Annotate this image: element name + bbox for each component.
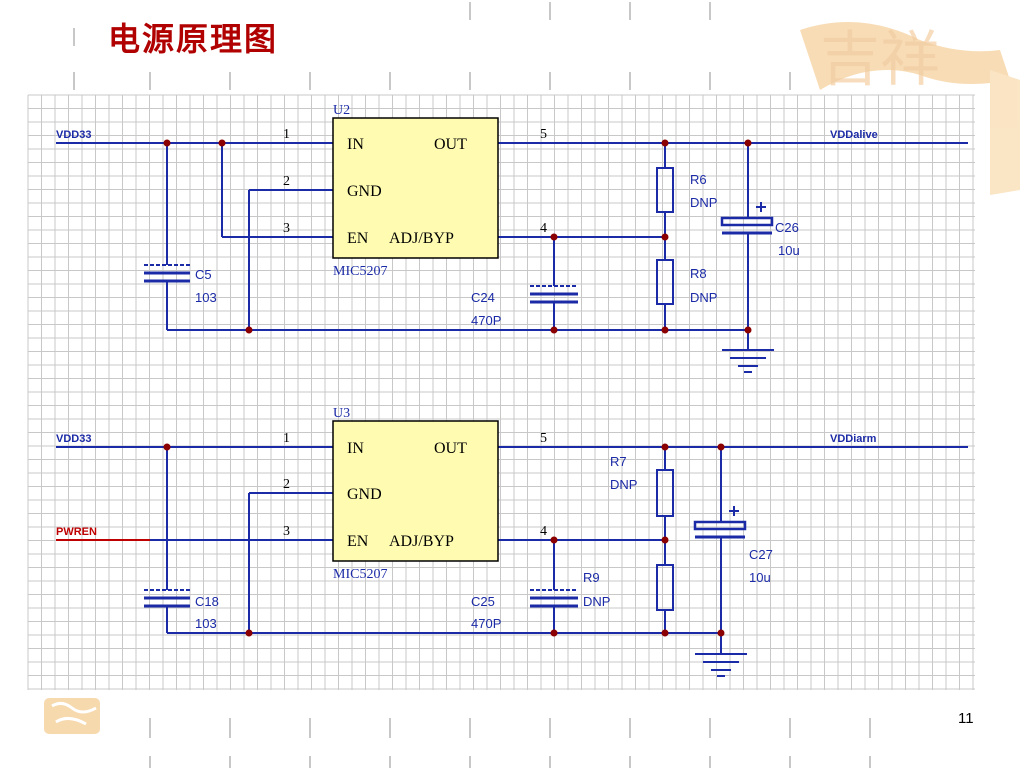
ic-u2-pin-en: EN	[347, 230, 369, 247]
bottom-left-seal	[44, 698, 100, 734]
c5-value: 103	[195, 290, 217, 305]
pin-num-5: 5	[540, 431, 547, 446]
ic-u2-pin-in: IN	[347, 136, 364, 153]
pin-num-4: 4	[540, 524, 547, 539]
r9-value: DNP	[583, 594, 610, 609]
pin-num-3: 3	[283, 524, 290, 539]
ic-u3-body	[332, 420, 499, 562]
c18-value: 103	[195, 616, 217, 631]
ic-u3-ref: U3	[333, 406, 350, 421]
c26-value: 10u	[778, 243, 800, 258]
capacitor-c26: C26 10u	[720, 202, 800, 258]
r7-value: DNP	[610, 477, 637, 492]
pin-num-3: 3	[283, 221, 290, 236]
ground-symbol	[695, 653, 747, 677]
c18-ref: C18	[195, 594, 219, 609]
c27-value: 10u	[749, 570, 771, 585]
ic-u2-pin-out: OUT	[434, 136, 467, 153]
net-label-output: VDDalive	[830, 129, 878, 141]
net-label-enable: PWREN	[56, 526, 97, 538]
c24-ref: C24	[471, 290, 495, 305]
r8-value: DNP	[690, 290, 717, 305]
wires	[56, 142, 968, 350]
c24-value: 470P	[471, 313, 501, 328]
ic-u3-part: MIC5207	[333, 567, 387, 582]
c5-ref: C5	[195, 267, 212, 282]
ic-u3-pin-out: OUT	[434, 440, 467, 457]
top-dash-row	[73, 2, 791, 90]
ic-u3-pin-gnd: GND	[347, 486, 382, 503]
c27-ref: C27	[749, 547, 773, 562]
net-label-input: VDD33	[56, 433, 91, 445]
ic-u2-ref: U2	[333, 103, 350, 118]
c26-ref: C26	[775, 220, 799, 235]
resistor-r9: R9 DNP	[583, 564, 674, 611]
ic-u3-pin-adj: ADJ/BYP	[389, 533, 454, 550]
slide-title: 电源原理图	[108, 20, 279, 58]
ic-u2-pin-gnd: GND	[347, 183, 382, 200]
pin-num-2: 2	[283, 174, 290, 189]
r7-ref: R7	[610, 454, 627, 469]
watermark-seal: 吉祥	[800, 22, 1020, 195]
r6-value: DNP	[690, 195, 717, 210]
capacitor-c5: C5 103	[144, 264, 217, 305]
net-label-output: VDDiarm	[830, 433, 877, 445]
ic-u2-pin-adj: ADJ/BYP	[389, 230, 454, 247]
c25-value: 470P	[471, 616, 501, 631]
r6-ref: R6	[690, 172, 707, 187]
schematic-grid	[27, 94, 975, 690]
resistor-r8: R8 DNP	[656, 259, 717, 305]
page-number: 11	[958, 710, 974, 727]
net-label-input: VDD33	[56, 129, 91, 141]
bottom-dash-row	[149, 718, 871, 768]
pin-num-5: 5	[540, 127, 547, 142]
resistor-r6: R6 DNP	[656, 167, 717, 213]
pin-num-1: 1	[283, 127, 290, 142]
ic-u3-pin-in: IN	[347, 440, 364, 457]
wires	[56, 446, 968, 654]
junctions	[163, 443, 725, 637]
ic-u3-pin-en: EN	[347, 533, 369, 550]
capacitor-c18: C18 103	[144, 589, 219, 631]
pin-num-1: 1	[283, 431, 290, 446]
circuit-u3: U3 MIC5207 IN GND EN OUT ADJ/BYP 1 2 3 5…	[56, 406, 968, 677]
capacitor-c25: C25 470P	[471, 589, 578, 631]
capacitor-c27: C27 10u	[693, 506, 773, 585]
junctions	[163, 139, 752, 334]
ground-symbol	[722, 349, 774, 373]
pin-num-4: 4	[540, 221, 547, 236]
r8-ref: R8	[690, 266, 707, 281]
circuit-u2: U2 MIC5207 IN GND EN OUT ADJ/BYP 1 2 3 5…	[56, 103, 968, 373]
r9-ref: R9	[583, 570, 600, 585]
watermark-text: 吉祥	[820, 25, 940, 95]
ic-u2-body	[332, 117, 499, 259]
resistor-r7: R7 DNP	[610, 454, 674, 517]
ic-u2-part: MIC5207	[333, 264, 387, 279]
pin-num-2: 2	[283, 477, 290, 492]
c25-ref: C25	[471, 594, 495, 609]
capacitor-c24: C24 470P	[471, 285, 578, 328]
